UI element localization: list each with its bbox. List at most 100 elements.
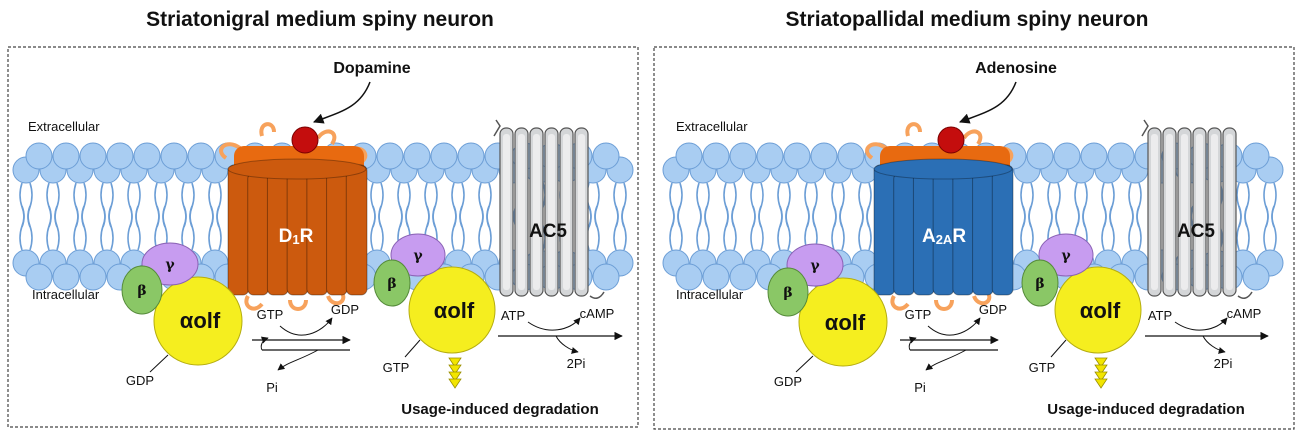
lipid-tail <box>586 205 600 251</box>
camp-label: cAMP <box>1227 306 1262 321</box>
ac5-nterm <box>1141 119 1149 137</box>
lipid-tail <box>831 205 845 251</box>
camp-arrow <box>527 317 581 331</box>
lipid-tail <box>1263 182 1277 228</box>
lipid-tail <box>370 182 384 228</box>
gamma-label: γ <box>810 258 820 274</box>
transmembrane-helix <box>991 164 1014 296</box>
lipid-tail <box>1128 182 1142 228</box>
gdp-bottom-label: GDP <box>774 374 802 389</box>
lipid-head <box>1080 142 1108 170</box>
degradation-label: Usage-induced degradation <box>401 401 599 418</box>
panel-striatopallidal: Striatopallidal medium spiny neuron Extr… <box>653 8 1295 430</box>
ac5-helix-shine <box>533 134 540 290</box>
receptor-cap <box>873 158 1013 180</box>
lipid-tail <box>777 182 791 228</box>
atp-label: ATP <box>501 308 525 323</box>
panel-border <box>7 46 639 428</box>
gtp-bound-label: GTP <box>383 360 410 375</box>
lipid-head <box>25 263 53 291</box>
lipid-tail <box>127 205 141 251</box>
ac5-helix-shine <box>578 134 585 290</box>
d1r-receptor: D1R <box>219 122 368 311</box>
lipid-tail <box>750 205 764 251</box>
panel-title: Striatonigral medium spiny neuron <box>146 8 494 31</box>
beta-subunit <box>373 259 411 307</box>
transmembrane-helix <box>227 164 250 296</box>
ac5-cterm <box>589 291 605 299</box>
ligand-label: Adenosine <box>975 60 1057 77</box>
lipid-head <box>133 142 161 170</box>
lipid-tail <box>46 205 60 251</box>
alpha-olf-active-subunit <box>408 266 496 354</box>
degradation-chevron <box>448 357 462 368</box>
lipid-head <box>79 142 107 170</box>
degradation-arrows-icon <box>1094 357 1108 389</box>
ligand-arrow <box>313 81 371 124</box>
lipid-head <box>675 142 703 170</box>
lipid-tail <box>804 205 818 251</box>
lipid-head <box>430 142 458 170</box>
lipid-tail <box>46 182 60 228</box>
lipid-tail <box>858 205 872 251</box>
adenosine-ligand-icon <box>937 126 965 154</box>
beta-label: β <box>387 276 396 292</box>
lipid-tail <box>1020 182 1034 228</box>
panel-border <box>653 46 1295 430</box>
ac5-helix-shine <box>1196 134 1203 290</box>
lipid-head <box>729 142 757 170</box>
lipid-tail <box>208 182 222 228</box>
lipid-head <box>52 263 80 291</box>
lipid-tail <box>1101 182 1115 228</box>
receptor-label: D1R <box>279 226 314 247</box>
lipid-head <box>783 142 811 170</box>
ac5-helix-shine <box>518 134 525 290</box>
lipid-head <box>837 142 865 170</box>
ac5-helix-shine <box>1166 134 1173 290</box>
lipid-tail <box>723 182 737 228</box>
beta-subunit <box>121 265 163 315</box>
gdp-label: GDP <box>331 302 359 317</box>
lipid-head <box>729 263 757 291</box>
transmembrane-helix <box>247 172 269 296</box>
alpha-olf-subunit <box>798 277 888 367</box>
receptor-label: A2AR <box>922 226 966 247</box>
beta-label: β <box>137 283 146 299</box>
ligand-label: Dopamine <box>333 60 410 77</box>
ac5-helix-shine <box>548 134 555 290</box>
panel-title: Striatopallidal medium spiny neuron <box>786 8 1149 31</box>
ac5-label: AC5 <box>529 221 567 242</box>
extracellular-label: Extracellular <box>676 119 748 134</box>
degradation-arrows-icon <box>448 357 462 389</box>
lipid-head <box>702 142 730 170</box>
pi-arrow <box>555 335 579 354</box>
ac5-helix-shine <box>1211 134 1218 290</box>
lipid-head <box>403 142 431 170</box>
lipid-tail <box>451 182 465 228</box>
gtp-label: GTP <box>905 307 932 322</box>
panel-striatonigral: Striatonigral medium spiny neuron Extrac… <box>7 8 639 428</box>
degradation-chevron <box>1094 364 1108 375</box>
pi-release-arrow <box>277 349 319 371</box>
lipid-tail <box>777 205 791 251</box>
lipid-tail <box>1236 182 1250 228</box>
lipid-tail <box>181 182 195 228</box>
pi-release-arrow <box>925 349 967 371</box>
gdp-pointer <box>795 355 814 373</box>
lipid-tail <box>127 182 141 228</box>
lipid-head <box>592 142 620 170</box>
lipid-tail <box>696 205 710 251</box>
lipid-head <box>79 263 107 291</box>
ac5-helix-shine <box>503 134 510 290</box>
gtp-bound-label: GTP <box>1029 360 1056 375</box>
gdp-label: GDP <box>979 302 1007 317</box>
lipid-tail <box>397 182 411 228</box>
degradation-chevron <box>448 378 462 389</box>
lipid-tail <box>19 182 33 228</box>
ligand-arrow <box>959 81 1017 124</box>
a2ar-receptor: A2AR <box>865 122 1014 311</box>
lipid-tail <box>73 205 87 251</box>
beta-label: β <box>783 285 792 301</box>
transmembrane-helix <box>893 172 915 296</box>
lipid-tail <box>181 205 195 251</box>
